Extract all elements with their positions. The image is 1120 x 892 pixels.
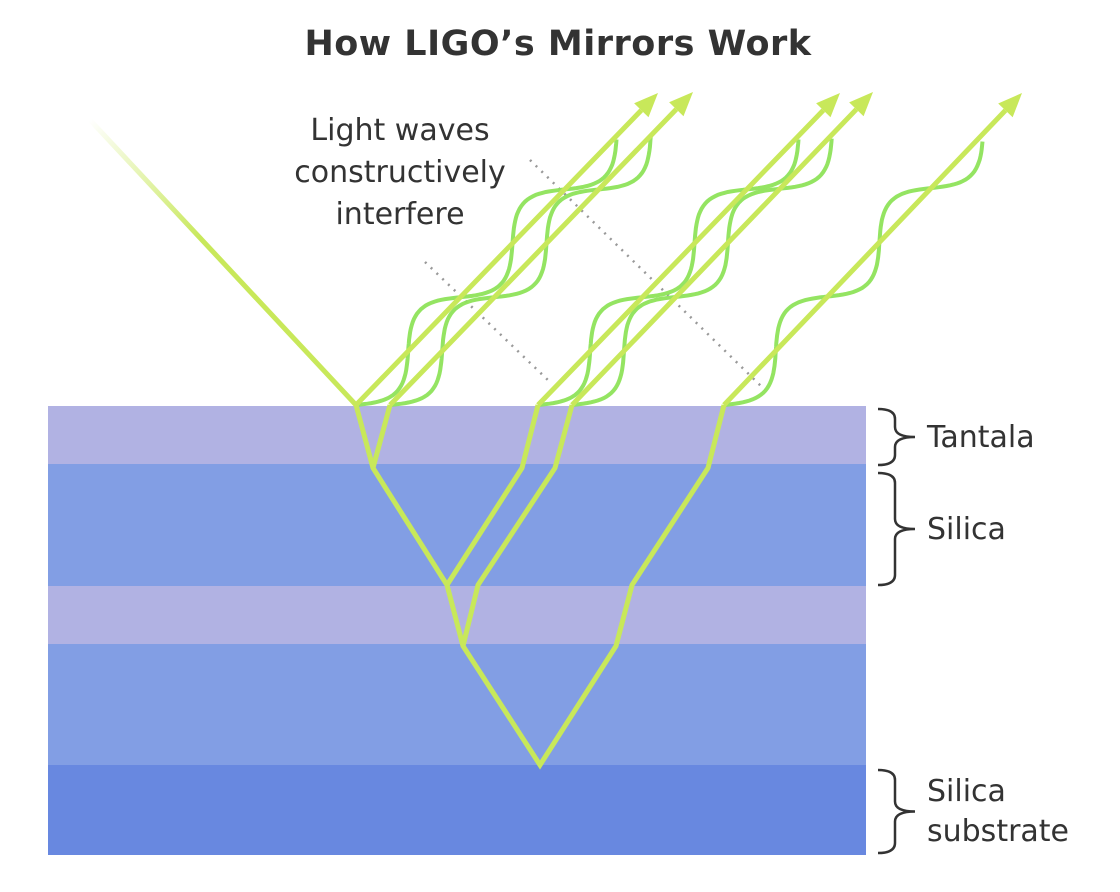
arrowhead-icon (849, 92, 873, 117)
arrowhead-icon (998, 93, 1022, 118)
annotation-line: constructively (294, 155, 506, 190)
bracket-icon (877, 407, 916, 467)
light-wave (723, 141, 985, 407)
reflected-light-ray (722, 108, 1008, 407)
dotted-guide-line (424, 261, 551, 383)
label-substrate-line: substrate (927, 814, 1070, 849)
light-wave (537, 139, 801, 407)
refracted-ray (353, 404, 727, 770)
arrowhead-icon (669, 92, 693, 117)
light-wave (389, 135, 653, 407)
label-tantala: Tantala (927, 420, 1035, 455)
label-substrate-line: Silica (927, 774, 1006, 809)
light-wave (355, 139, 619, 407)
refracted-ray (444, 404, 541, 587)
reflected-light-ray (536, 108, 826, 407)
reflected-light-ray (388, 107, 679, 407)
arrowhead-icon (634, 93, 658, 118)
refracted-ray (460, 404, 575, 647)
annotation-line: Light waves (310, 113, 490, 148)
reflected-light-ray (354, 108, 644, 407)
refracted-ray (370, 404, 393, 469)
layer-band-tantala (48, 406, 866, 464)
light-wave (571, 138, 834, 407)
label-substrate: Silica substrate (927, 772, 1069, 852)
interference-annotation: Light waves constructively interfere (270, 110, 530, 236)
reflected-light-ray (570, 107, 859, 407)
page-title: How LIGO’s Mirrors Work (304, 24, 812, 64)
layer-band-silica-substrate (48, 765, 866, 855)
incoming-light-ray (88, 118, 358, 407)
bracket-icon (877, 768, 916, 855)
annotation-line: interfere (335, 197, 465, 232)
bracket-icon (877, 471, 916, 587)
label-silica: Silica (927, 512, 1006, 547)
dotted-guide-line (529, 159, 766, 391)
arrowhead-icon (816, 93, 840, 118)
layer-band-silica (48, 644, 866, 765)
